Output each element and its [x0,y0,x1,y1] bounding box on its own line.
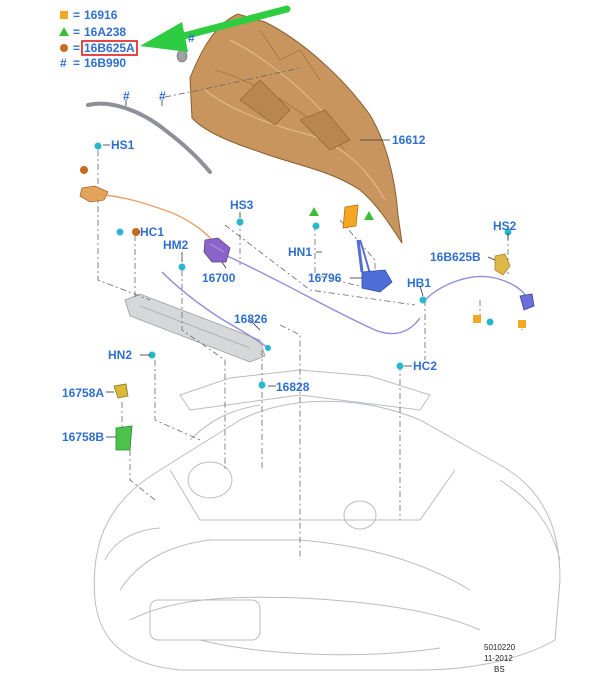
legend-eq-2: = [73,25,80,39]
label-hm2: HM2 [163,238,189,252]
stamp-ref: 5010220 [484,643,516,652]
hood-panel [189,13,403,244]
legend-square-symbol [60,11,68,19]
hood-latch-16796 [356,239,393,293]
label-hs3: HS3 [230,198,254,212]
label-hn2: HN2 [108,348,132,362]
legend-eq-1: = [73,8,80,22]
marker-circle [132,228,140,236]
label-16828: 16828 [276,380,310,394]
hood-prop-16758b [115,425,133,451]
legend-triangle-code: 16A238 [84,25,126,39]
hood-seal-strip [86,101,212,174]
label-16826: 16826 [234,312,268,326]
stamp-code: BS [494,665,505,674]
hood-release-handle-16700 [203,237,231,263]
hood-release-cables [104,194,529,349]
radiator-support-bracket [124,293,266,363]
part-markers [132,207,526,328]
latch-bracket-right [519,293,535,311]
marker-triangle [364,211,374,220]
legend-eq-3: = [73,41,80,55]
label-hash-seal-1: # [123,89,130,103]
reference-stamp: 5010220 11-2012 BS [484,643,516,674]
label-16758a: 16758A [62,386,104,400]
label-hc2: HC2 [413,359,437,373]
label-hb1: HB1 [407,276,431,290]
alignment-lines [97,67,523,560]
label-16700: 16700 [202,271,236,285]
label-16612: 16612 [392,133,426,147]
label-16758b: 16758B [62,430,104,444]
hood-striker-16b625b [494,253,511,276]
stamp-date: 11-2012 [484,654,513,663]
marker-square [518,320,526,328]
legend-circle-code: 16B625A [84,41,135,55]
label-16b625b: 16B625B [430,250,481,264]
legend-eq-4: = [73,56,80,70]
vehicle-front-outline [93,369,561,671]
clips [94,142,512,389]
label-hs1: HS1 [111,138,135,152]
legend-triangle-symbol [59,27,69,36]
marker-triangle [309,207,319,216]
label-16796: 16796 [308,271,342,285]
fastener-16b990 [176,49,188,63]
legend: = 16916 = 16A238 = 16B625A # = 16B990 [59,8,138,70]
label-hc1: HC1 [140,225,164,239]
bracket-16a238-orange [342,204,359,229]
callout-labels: # # # HS1 16612 HC1 HS3 HM2 16700 HN1 16… [62,31,517,444]
legend-square-code: 16916 [84,8,118,22]
legend-circle-symbol [60,44,68,52]
hood-prop-16758a [113,383,129,399]
legend-highlight-box [81,40,138,56]
label-hs2: HS2 [493,219,517,233]
marker-square [473,315,481,323]
annotation-arrow [140,5,291,52]
label-hn1: HN1 [288,245,312,259]
label-hash-seal-2: # [159,89,166,103]
legend-hash-symbol: # [60,56,67,70]
legend-hash-code: 16B990 [84,56,126,70]
label-hash-fastener: # [188,31,195,45]
leader-lines [103,100,509,438]
hood-latch-16700-left [79,166,109,203]
